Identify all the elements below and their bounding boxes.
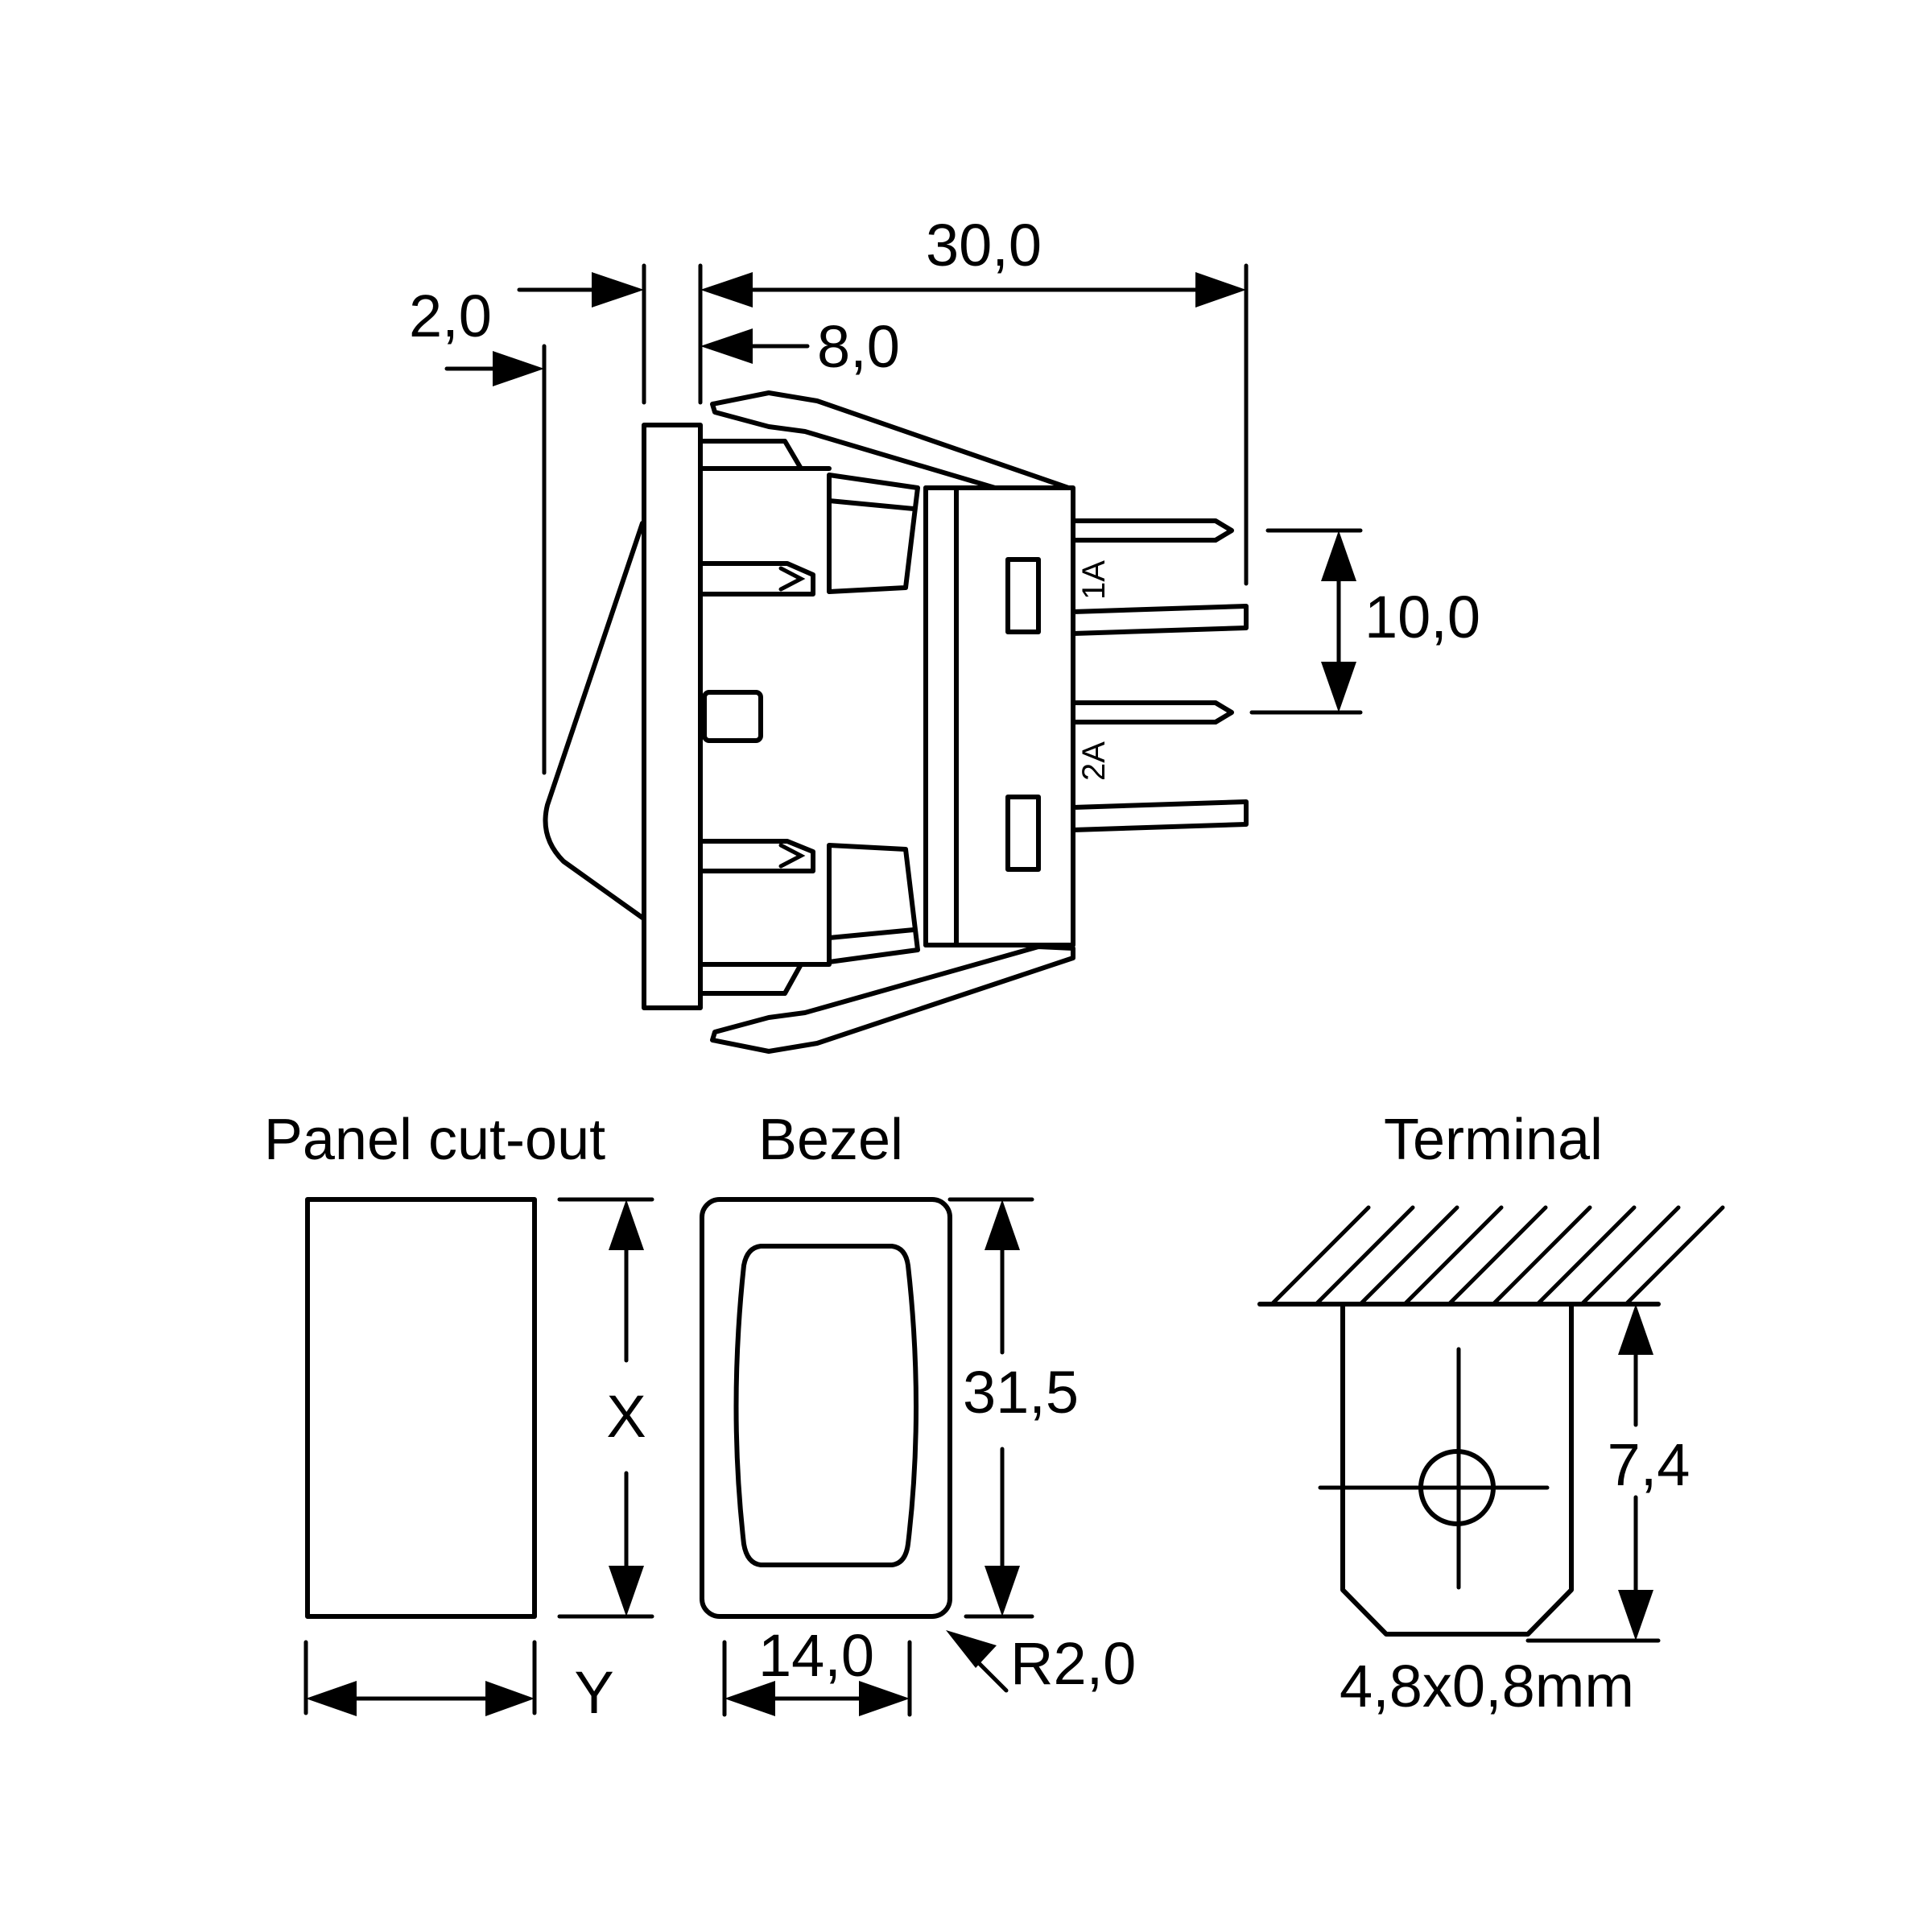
terminal-blade <box>1340 1302 1574 1637</box>
terminal-pin-1 <box>1071 518 1234 543</box>
terminal-size-label: 4,8x0,8mm <box>1340 1653 1634 1719</box>
terminal-length-arrow-bottom <box>1618 1590 1653 1641</box>
bezel-width-arrow-right <box>859 1681 910 1716</box>
dim-10-label: 10,0 <box>1364 584 1480 650</box>
dim-8-arrow <box>700 328 753 364</box>
bezel-view: Bezel 31,5 14,0 R2,0 <box>700 1108 1136 1717</box>
panel-cutout-view: Panel cut-out X Y <box>264 1108 654 1726</box>
terminal-pin-4 <box>1071 799 1249 832</box>
bezel-title: Bezel <box>758 1108 903 1172</box>
dim-2-arrow-bottom <box>493 351 544 386</box>
lower-latch-line <box>827 927 916 940</box>
terminal-pin-3 <box>1071 700 1234 724</box>
bezel-rocker-window <box>733 1244 919 1567</box>
terminal-length-label: 7,4 <box>1608 1431 1690 1498</box>
cutout-y-arrow-left <box>306 1681 357 1716</box>
cutout-x-arrow-bottom <box>609 1566 644 1616</box>
dim-2-label: 2,0 <box>409 283 492 349</box>
dim-30-arrow-left <box>700 272 753 308</box>
dim-10-arrow-bottom <box>1321 662 1356 712</box>
dim-2-arrow-top <box>592 272 644 308</box>
upper-prong-tip <box>778 566 806 592</box>
bezel-plate <box>642 423 703 1010</box>
bezel-height-arrow-top <box>985 1199 1020 1250</box>
terminal-length-arrow-top <box>1618 1304 1653 1355</box>
side-view: 1A 2A 30,0 8,0 2,0 10,0 <box>409 212 1480 1054</box>
bezel-width-arrow-left <box>724 1681 775 1716</box>
bezel-width-label: 14,0 <box>758 1622 874 1689</box>
bezel-height-arrow-bottom <box>985 1566 1020 1616</box>
upper-latch-line <box>827 498 916 511</box>
panel-cutout-rect <box>305 1197 537 1619</box>
cutout-y-arrow-right <box>485 1681 535 1716</box>
dim-30-arrow-right <box>1195 272 1246 308</box>
cutout-x-arrow-top <box>609 1199 644 1250</box>
bezel-radius-arrow <box>946 1630 997 1668</box>
lower-latch-block <box>827 843 920 964</box>
dim-10-arrow-top <box>1321 530 1356 581</box>
bezel-outline <box>700 1197 952 1619</box>
terminal-view: Terminal 7,4 4,8x0,8mm <box>1257 1108 1725 1719</box>
housing-window <box>702 690 763 743</box>
terminal-slot-2 <box>1005 795 1041 872</box>
lower-prong <box>698 839 815 873</box>
housing-lower-step <box>698 962 803 996</box>
panel-cutout-title: Panel cut-out <box>264 1108 605 1172</box>
terminal-slot-1 <box>1005 557 1041 634</box>
terminal-title: Terminal <box>1384 1108 1603 1172</box>
terminal-label-1a: 1A <box>1076 560 1112 600</box>
terminal-block <box>923 485 1075 947</box>
mounting-surface-hatch <box>1269 1205 1725 1307</box>
housing-upper-step <box>698 439 803 471</box>
rocker <box>543 521 645 920</box>
bezel-radius-label: R2,0 <box>1010 1630 1136 1697</box>
terminal-pin-2 <box>1071 604 1249 636</box>
bezel-height-label: 31,5 <box>963 1359 1079 1426</box>
dim-30-label: 30,0 <box>926 212 1042 279</box>
cutout-y-label: Y <box>574 1659 613 1726</box>
lower-prong-tip <box>778 843 806 869</box>
cutout-x-label: X <box>606 1383 646 1450</box>
dim-8-label: 8,0 <box>817 313 900 380</box>
upper-prong <box>698 561 815 597</box>
upper-latch-block <box>827 473 920 594</box>
terminal-label-2a: 2A <box>1076 741 1112 781</box>
